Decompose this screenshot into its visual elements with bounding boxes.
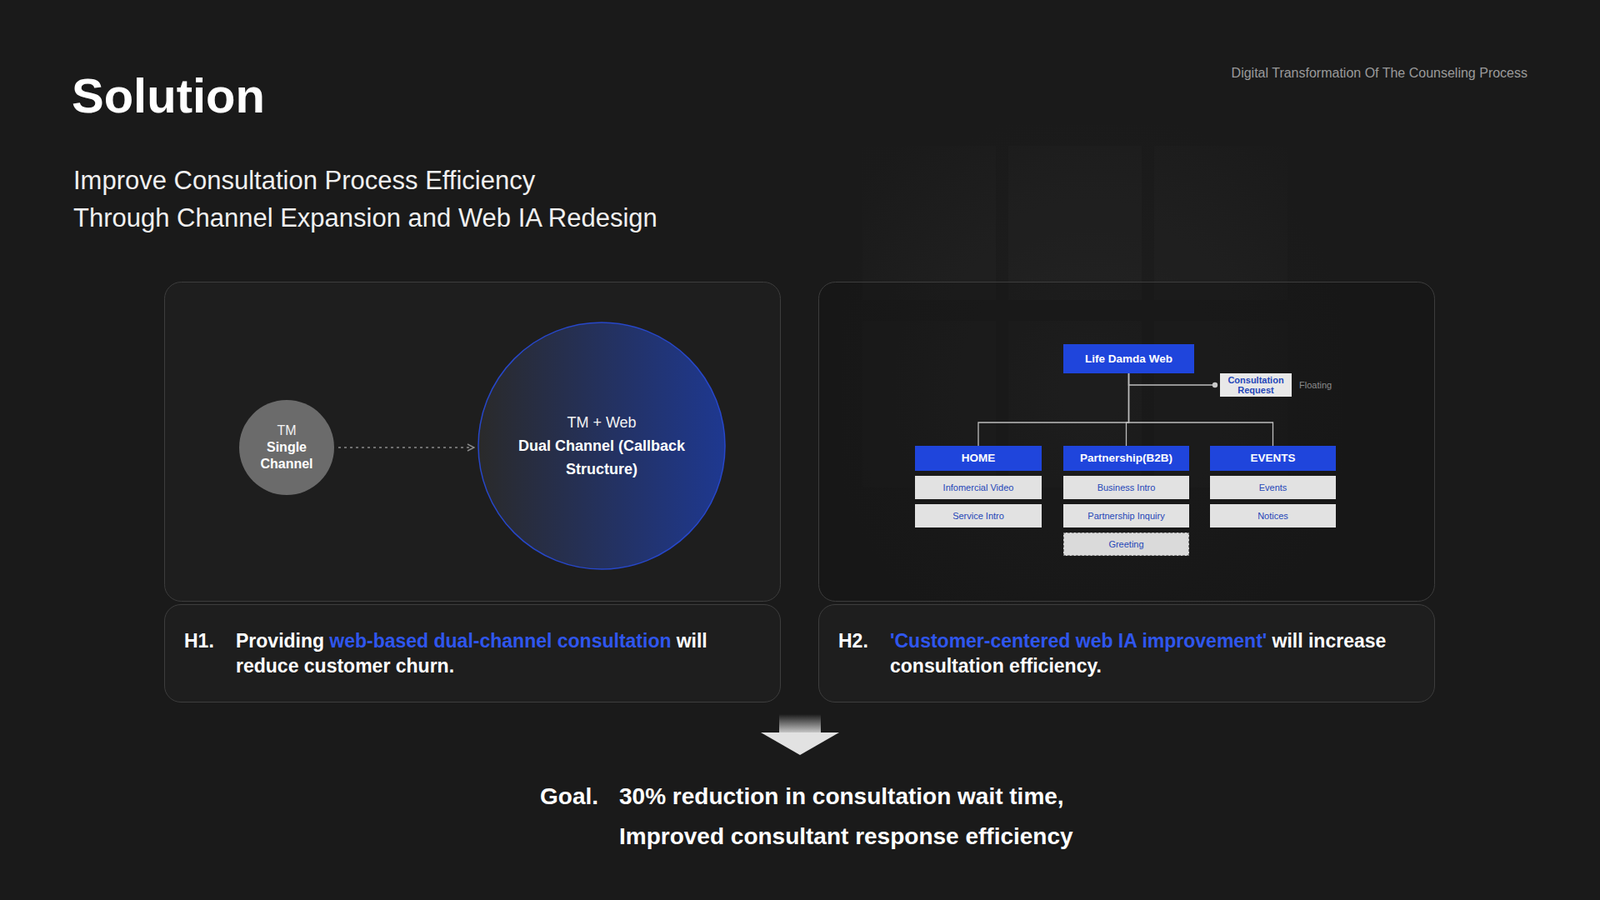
circle-shape [239,400,335,495]
menu-item-box: Notices [1210,504,1336,528]
floating-button: Consultation Request [1220,373,1292,397]
org-root-box: Life Damda Web [1063,344,1195,374]
box-label: Infomercial Video [943,481,1015,494]
menu-item-box: Service Intro [915,504,1042,528]
hypothesis-number: H2. [838,628,890,654]
connector [338,446,475,448]
annotation: Floating [1299,379,1332,391]
goal-label: Goal. [540,776,599,817]
hypothesis-box: H1.Providingweb-based dual-channel consu… [164,604,781,703]
circle-heading: TM + Web [566,410,636,435]
channel-circle: TMSingle Channel [238,399,335,496]
menu-item-box: Business Intro [1063,475,1190,500]
highlight-text: 'Customer-centered web IA improvement' [890,630,1267,652]
panel [165,282,781,602]
menu-item-box: Infomercial Video [915,475,1042,500]
box-label: Partnership Inquiry [1087,510,1165,522]
box-label: Greeting [1108,538,1144,550]
goal-text: 30% reduction in consultation wait time, [619,776,1065,817]
menu-header-box: EVENTS [1210,445,1336,471]
box-label: EVENTS [1250,451,1295,465]
slide-title: Solution [71,66,265,125]
highlight-text: web-based dual-channel consultation [329,630,671,652]
box-label: Service Intro [952,510,1005,522]
hypothesis-number: H1. [184,628,236,654]
hypothesis-box: H2.'Customer-centered web IA improvement… [818,604,1435,703]
channel-circle: TM + WebDual Channel (Callback Structure… [477,321,726,570]
box-label: Consultation Request [1225,375,1287,395]
circle-label: Single Channel [253,439,320,473]
down-arrow-shaft [779,714,821,733]
box-label: Events [1259,481,1288,494]
box-label: HOME [961,451,996,465]
connector [1129,373,1216,385]
menu-item-box: Greeting [1063,532,1190,556]
circle-label: Dual Channel (Callback Structure) [514,434,690,481]
header-note: Digital Transformation Of The Counseling… [1231,65,1528,82]
menu-header-box: HOME [915,445,1042,471]
goal-text: Improved consultant response efficiency [619,816,1074,857]
circle-shape [478,322,725,570]
box-label: Life Damda Web [1085,352,1173,366]
sentence-text: Providing [235,630,325,652]
subtitle-line: Through Channel Expansion and Web IA Red… [73,202,658,235]
panel [819,282,1435,602]
box-label: Business Intro [1097,481,1156,494]
connector [978,373,1130,446]
menu-item-box: Events [1210,475,1336,500]
box-label: Notices [1257,510,1289,522]
box-label: Partnership(B2B) [1080,451,1173,465]
menu-header-box: Partnership(B2B) [1063,445,1190,471]
circle-heading: TM [276,422,296,440]
menu-item-box: Partnership Inquiry [1063,504,1190,528]
hypothesis-text: 'Customer-centered web IA improvement'wi… [890,628,1410,679]
hypothesis-text: Providingweb-based dual-channel consulta… [235,628,755,679]
hypothesis-row: H2.'Customer-centered web IA improvement… [838,628,1410,679]
subtitle-line: Improve Consultation Process Efficiency [73,165,535,197]
down-arrow-head [760,732,840,755]
hypothesis-row: H1.Providingweb-based dual-channel consu… [184,628,755,679]
